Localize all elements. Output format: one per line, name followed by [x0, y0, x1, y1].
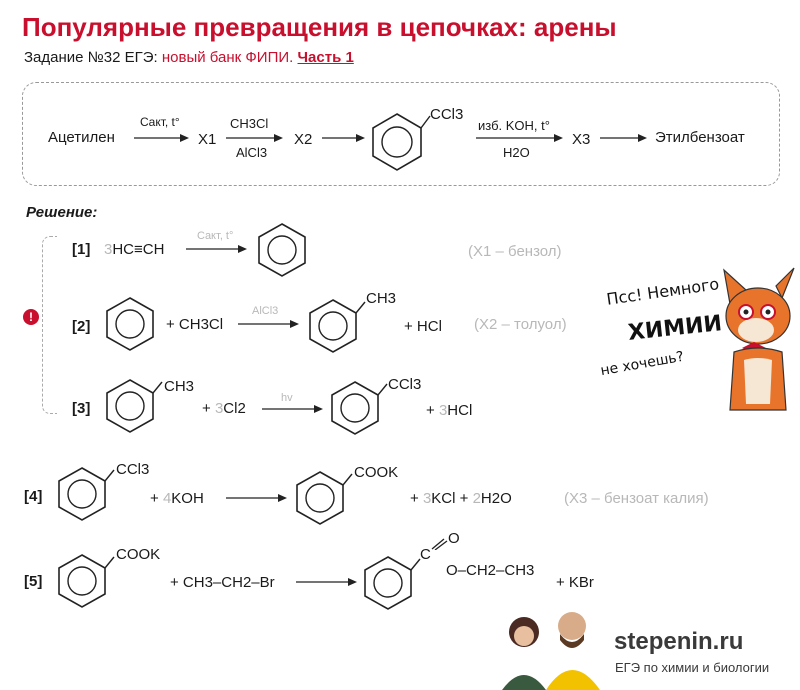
- reaction-3-product-group: CCl3: [388, 376, 422, 393]
- chain-step1-condition: Cакт, t°: [140, 115, 180, 129]
- reaction-2-byproduct: + HCl: [404, 318, 442, 335]
- reaction-3-coef2: 3: [438, 402, 448, 419]
- reaction-5-label: [5]: [24, 573, 43, 590]
- chain-arrow-4: [476, 134, 563, 142]
- page-title: Популярные превращения в цепочках: арены: [22, 12, 617, 42]
- reaction-3-label: [3]: [72, 400, 91, 417]
- reaction-3-condition: hv: [281, 392, 293, 404]
- authors-photo-icon: [502, 612, 600, 690]
- chain-step2-reagent: CH3Cl: [230, 116, 269, 131]
- reaction-4-kcl: KCl: [431, 490, 456, 507]
- toluene-ring-icon: [106, 379, 163, 433]
- reaction-2-condition: AlCl3: [252, 305, 279, 317]
- reaction-4-arrow: [226, 494, 287, 502]
- chain-arrow-5: [600, 134, 647, 142]
- reaction-5-arrow: [296, 578, 357, 586]
- reaction-3-reagent: + 3Cl2: [202, 400, 246, 417]
- reaction-3-chlorine: Cl2: [223, 400, 246, 417]
- reaction-4-water: H2O: [480, 490, 512, 507]
- page-subtitle: Задание №32 ЕГЭ: новый банк ФИПИ. Часть …: [24, 49, 354, 66]
- reaction-4-plus3: +: [459, 490, 469, 507]
- chain-arrow-2: [226, 134, 283, 142]
- chain-x2: X2: [294, 131, 313, 148]
- reaction-4-plus2: +: [410, 490, 419, 507]
- reaction-4-note: (X3 – бензоат калия): [564, 490, 709, 507]
- chain-end: Этилбензоат: [655, 129, 745, 146]
- reaction-4-product-group: COOK: [354, 464, 399, 481]
- reaction-5-group: COOK: [116, 546, 161, 563]
- reaction-3-arrow: [262, 405, 323, 413]
- reaction-3-byproduct: + 3HCl: [426, 402, 472, 419]
- potassium-benzoate-ring-icon: [58, 554, 115, 608]
- chain-step4-solvent: H2O: [503, 145, 530, 160]
- reaction-1-note: (X1 – бензол): [468, 243, 562, 260]
- toluene-ring-icon: [309, 299, 366, 353]
- chain-x1: X1: [198, 131, 217, 148]
- chain-arrow-1: [134, 134, 189, 142]
- ester-carbon: C: [420, 546, 431, 563]
- reaction-3-coef: 3: [214, 400, 224, 417]
- subtitle-prefix: Задание №32 ЕГЭ:: [24, 49, 158, 66]
- chain-x3: X3: [572, 131, 591, 148]
- warning-icon: !: [23, 309, 39, 325]
- reaction-2-arrow: [238, 320, 299, 328]
- reaction-2-note: (X2 – толуол): [474, 316, 567, 333]
- reaction-4-reagent: + 4KOH: [150, 490, 204, 507]
- reaction-2-group: CH3: [366, 290, 397, 307]
- subtitle-part-link[interactable]: Часть 1: [297, 49, 354, 66]
- reaction-1-reactant: 3HC≡CH: [104, 241, 164, 258]
- chain-step2-catalyst: AlCl3: [236, 145, 268, 160]
- reaction-3-plus2: +: [426, 402, 435, 419]
- potassium-benzoate-ring-icon: [296, 471, 353, 525]
- speech-line-3: не хочешь?: [599, 348, 686, 380]
- chain-box: [22, 82, 780, 186]
- solution-heading: Решение:: [26, 204, 98, 221]
- benzotrichloride-ring-icon: [58, 467, 115, 521]
- reaction-4-coef2: 3: [422, 490, 432, 507]
- reaction-1-arrow: [186, 245, 247, 253]
- reaction-1-label: [1]: [72, 241, 91, 258]
- fox-mascot-icon: [723, 267, 795, 411]
- reaction-1-coef: 3: [104, 241, 113, 258]
- reaction-4-byproducts: + 3KCl + 2H2O: [410, 490, 512, 507]
- chain-arrow-3: [322, 134, 365, 142]
- benzotrichloride-ring-icon: [372, 113, 431, 171]
- benzotrichloride-ring-icon: [331, 381, 388, 435]
- ethyl-benzoate-ring-icon: [364, 556, 421, 610]
- promo-speech: Псс! Немного ХИМИИ не хочешь?: [594, 272, 734, 402]
- reaction-2-reagent: + CH3Cl: [166, 316, 224, 333]
- reaction-1-condition: Cакт, t°: [197, 230, 234, 242]
- reaction-5-reagent: + CH3–CH2–Br: [170, 574, 275, 591]
- chain-ring-group: CCl3: [430, 106, 464, 123]
- ester-chain: O–CH2–CH3: [446, 562, 535, 579]
- reaction-4-label: [4]: [24, 488, 43, 505]
- site-tagline: ЕГЭ по химии и биологии: [615, 660, 770, 675]
- benzene-ring-icon: [258, 223, 306, 277]
- reaction-4-plus: +: [150, 490, 159, 507]
- reaction-4-coef3: 2: [472, 490, 481, 507]
- speech-line-2: ХИМИИ: [626, 311, 724, 346]
- reaction-1-acetylene: HC≡CH: [112, 241, 165, 258]
- ester-double-bond-icon: [431, 538, 448, 550]
- ester-carbonyl-oxygen: O: [448, 530, 460, 547]
- chain-step4-reagent: изб. KOH, t°: [478, 118, 550, 133]
- reaction-4-group: CCl3: [116, 461, 150, 478]
- reaction-3-plus: +: [202, 400, 211, 417]
- subtitle-bank: новый банк ФИПИ.: [161, 49, 294, 66]
- chain-start: Ацетилен: [48, 129, 115, 146]
- reaction-4-koh: KOH: [171, 490, 204, 507]
- benzene-ring-icon: [106, 297, 154, 351]
- site-link[interactable]: stepenin.ru: [614, 628, 744, 655]
- reaction-3-hcl: HCl: [447, 402, 473, 419]
- reaction-5-byproduct: + KBr: [556, 574, 594, 591]
- reaction-4-coef: 4: [162, 490, 172, 507]
- bracket-divider: [42, 236, 57, 414]
- speech-line-1: Псс! Немного: [605, 274, 721, 309]
- reaction-3-group: CH3: [164, 378, 195, 395]
- reaction-2-label: [2]: [72, 318, 91, 335]
